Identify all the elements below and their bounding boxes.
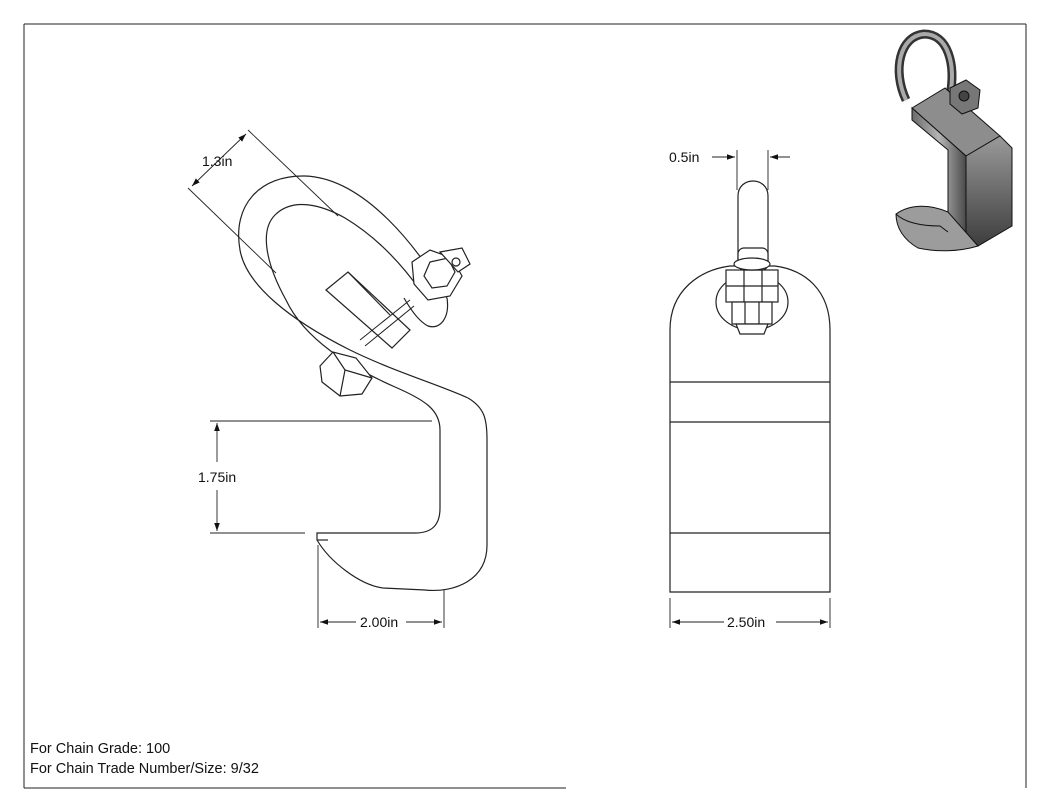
dimension-body-width: 2.50in — [727, 614, 765, 630]
drawing-notes: For Chain Grade: 100 For Chain Trade Num… — [30, 739, 259, 779]
dimension-hook-width: 2.00in — [360, 614, 398, 630]
front-view-hook — [669, 180, 831, 593]
dimension-shackle-width: 1.3in — [202, 153, 232, 169]
dimension-throat-depth: 1.75in — [198, 469, 236, 485]
chain-size-note: For Chain Trade Number/Size: 9/32 — [30, 761, 259, 777]
dimension-lines-front — [669, 150, 831, 628]
isometric-hook-render — [894, 29, 1013, 252]
drawing-border — [23, 23, 1027, 789]
chain-grade-note: For Chain Grade: 100 — [30, 741, 171, 757]
dimension-pin-diameter: 0.5in — [669, 149, 699, 165]
dimension-lines-side — [187, 129, 445, 628]
side-view-hook — [238, 175, 488, 592]
